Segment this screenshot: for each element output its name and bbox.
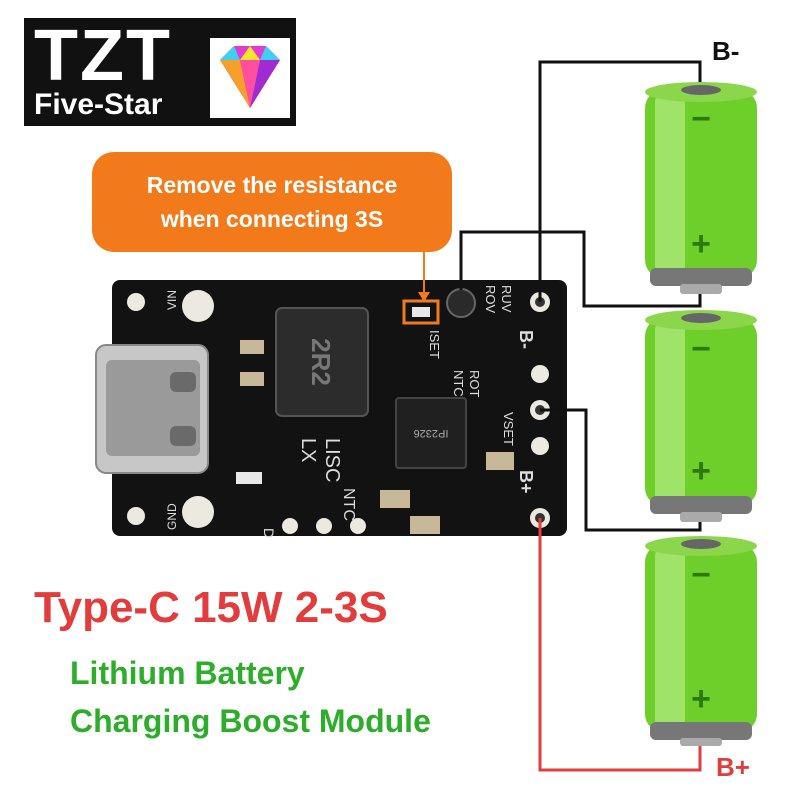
logo-brand-text: TZT [34, 16, 172, 96]
vset-pin-label: VSET [501, 412, 516, 446]
bminus-pin-label: B- [516, 330, 536, 349]
battery-top: − + [645, 82, 757, 294]
battery-middle: − + [645, 310, 757, 522]
callout-note: Remove the resistance when connecting 3S [92, 152, 452, 252]
wire-b-plus [538, 518, 702, 772]
ruv-label: RUV [499, 285, 514, 313]
callout-line-1: Remove the resistance [146, 172, 398, 198]
product-subtitle-line-2: Charging Boost Module [70, 703, 431, 739]
diamond-icon [210, 38, 290, 118]
ntc-label: NTC [340, 488, 357, 521]
logo-tagline: Five-Star [34, 88, 163, 121]
gnd-label: GND [165, 503, 179, 530]
svg-text:+: + [691, 225, 711, 263]
brand-logo: TZT Five-Star [24, 16, 296, 126]
wire-ntc [459, 230, 702, 308]
wire-b-minus [538, 60, 702, 302]
d-label: D [261, 528, 277, 538]
gnd-pad [182, 496, 214, 528]
capacitor [446, 288, 476, 318]
ic-chip [395, 397, 467, 469]
product-title: Type-C 15W 2-3S [34, 583, 388, 632]
inductor-label: 2R2 [306, 338, 336, 386]
b-minus-terminal-label: B- [712, 36, 740, 66]
ntc-label-2: NTC [451, 370, 466, 397]
iset-label: ISET [427, 330, 442, 359]
svg-text:−: − [691, 556, 711, 594]
bplus-pin-label: B+ [516, 470, 536, 494]
lx-label: LX [297, 438, 319, 462]
highlighted-resistor [402, 299, 440, 325]
inductor [275, 307, 369, 417]
wire-vset [540, 408, 702, 532]
svg-text:+: + [691, 680, 711, 718]
lisc-label: LISC [321, 438, 343, 482]
rov-label: ROV [483, 285, 498, 314]
vin-pad [182, 290, 214, 322]
vin-label: VIN [165, 290, 179, 310]
product-subtitle-line-1: Lithium Battery [70, 655, 305, 691]
battery-bottom: − + [645, 536, 757, 746]
b-plus-terminal-label: B+ [716, 752, 750, 782]
svg-text:−: − [691, 330, 711, 368]
callout-line-2: when connecting 3S [160, 206, 384, 232]
svg-text:+: + [691, 452, 711, 490]
rot-label: ROT [467, 370, 482, 398]
svg-text:−: − [691, 100, 711, 138]
chip-label: IP2326 [414, 427, 449, 439]
